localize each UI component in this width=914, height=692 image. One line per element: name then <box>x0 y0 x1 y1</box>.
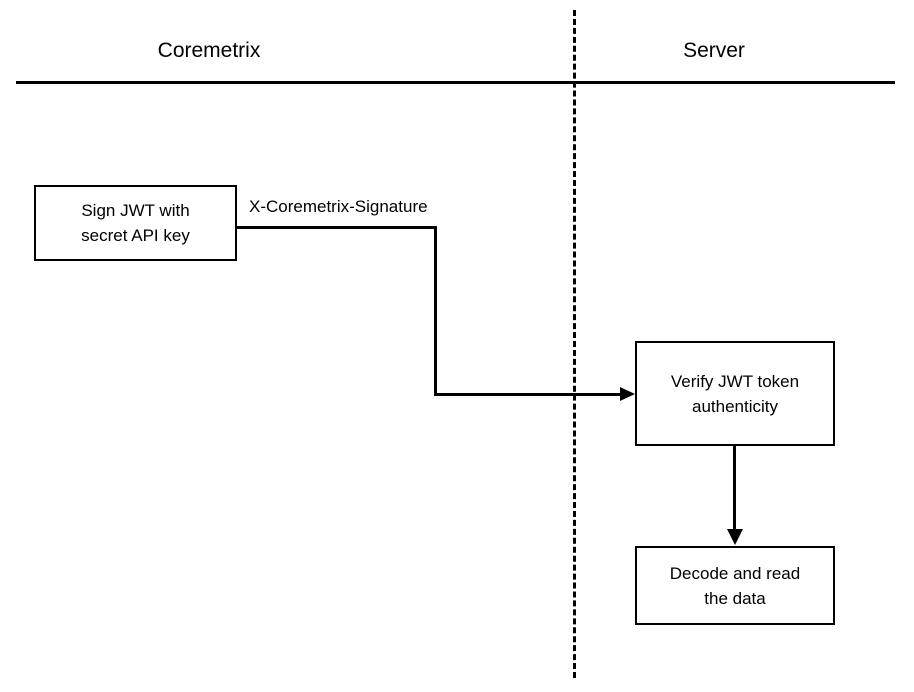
edge-sign-to-verify-segment-vertical <box>434 226 437 396</box>
lane-divider-dashed-line <box>573 10 576 678</box>
lane-title-coremetrix: Coremetrix <box>157 39 261 62</box>
node-sign-jwt: Sign JWT with secret API key <box>34 185 237 261</box>
edge-sign-to-verify-arrowhead-icon <box>620 387 635 401</box>
edge-label-x-coremetrix-signature: X-Coremetrix-Signature <box>249 197 428 216</box>
edge-sign-to-verify-segment-horizontal-bottom <box>434 393 622 396</box>
lane-title-server: Server <box>683 39 745 62</box>
node-verify-jwt: Verify JWT token authenticity <box>635 341 835 446</box>
header-separator-rule <box>16 81 895 84</box>
edge-verify-to-decode-segment-vertical <box>733 446 736 530</box>
edge-sign-to-verify-segment-horizontal-top <box>237 226 437 229</box>
edge-verify-to-decode-arrowhead-icon <box>727 529 743 545</box>
node-decode-data: Decode and read the data <box>635 546 835 625</box>
